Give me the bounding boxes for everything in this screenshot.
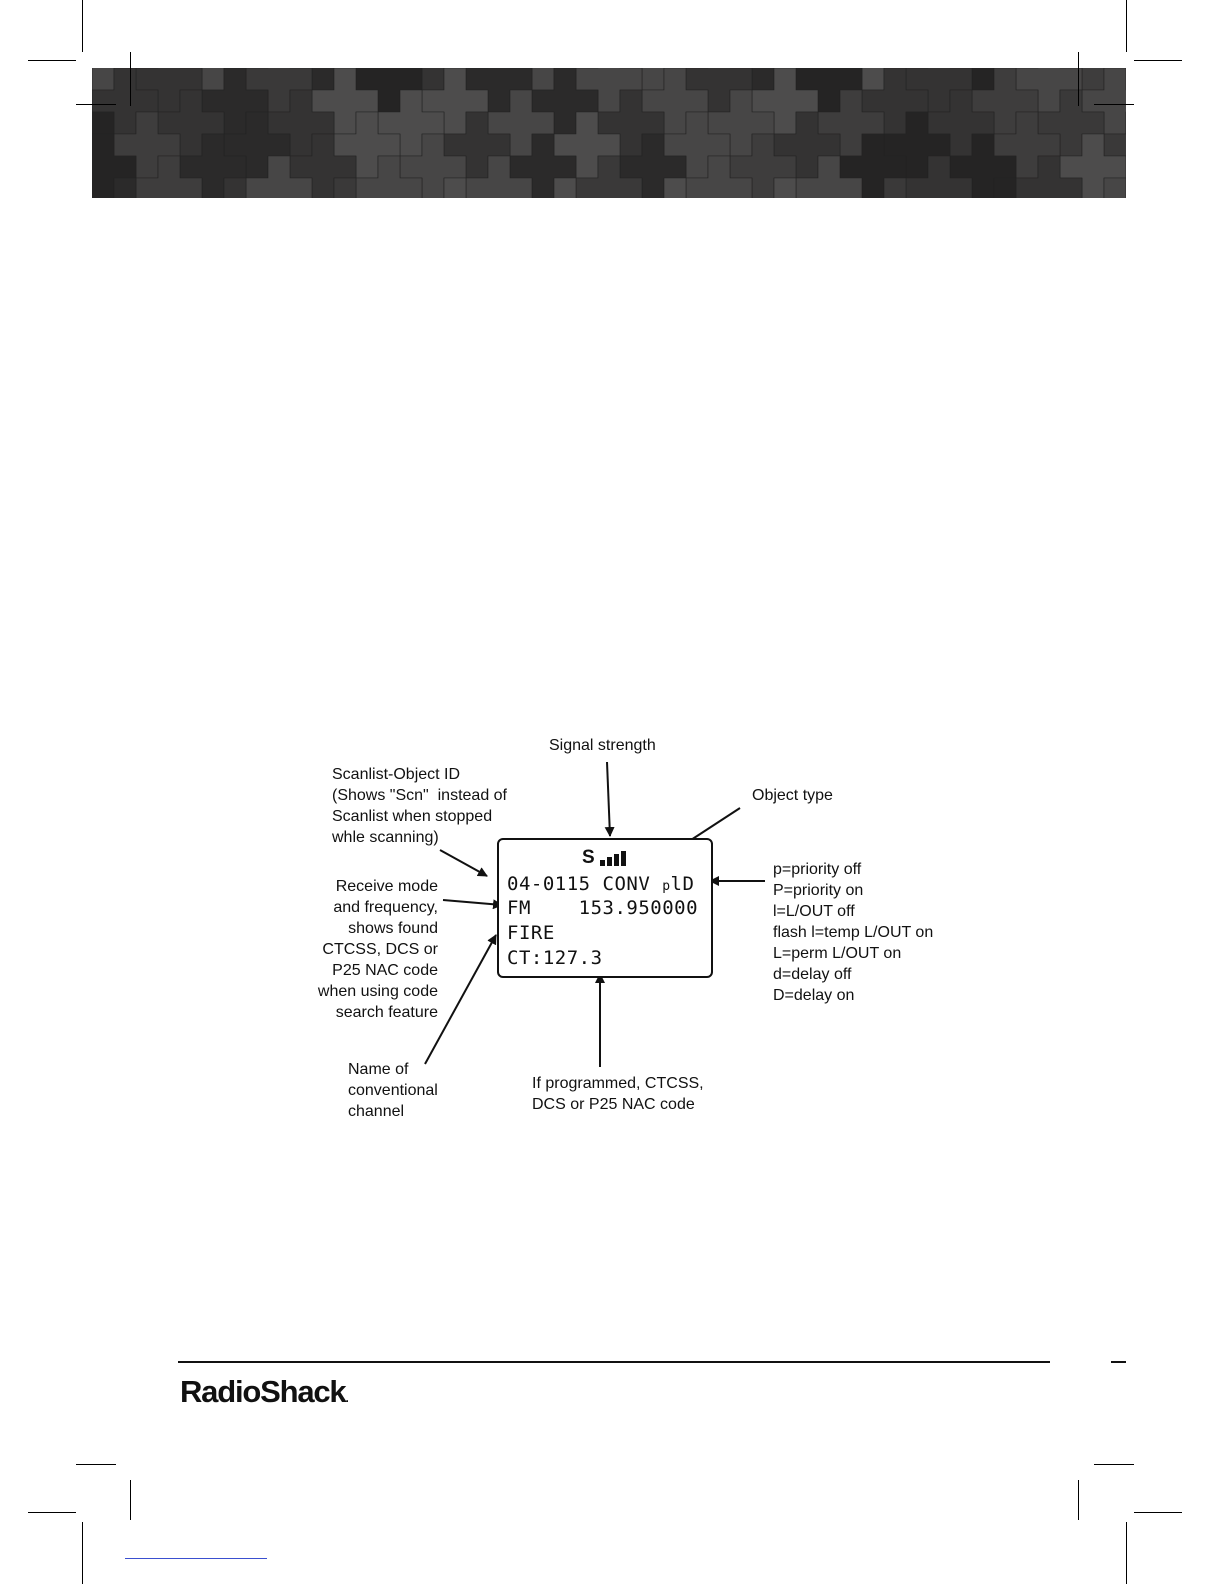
label-line: D=delay on (773, 987, 855, 1004)
page-number-dash (1111, 1361, 1126, 1363)
label-line: (Shows "Scn" instead of (332, 787, 507, 804)
label-line: L=perm L/OUT on (773, 945, 902, 962)
signal-bar (614, 854, 619, 866)
pattern-cross (113, 177, 137, 198)
pattern-cross (223, 177, 247, 198)
label-line: conventional (348, 1082, 438, 1099)
label-line: Name of (348, 1061, 409, 1078)
crop-mark (28, 60, 76, 61)
label-signal-strength: Signal strength (549, 737, 656, 754)
radioshack-logo: RadioShack. (180, 1374, 349, 1410)
pattern-cross (92, 133, 137, 198)
label-line: p=priority off (773, 861, 862, 878)
crop-mark (82, 1522, 83, 1584)
crop-mark (1134, 1512, 1182, 1513)
lcd-scanlist-object: 04-0115 CONV (507, 873, 663, 895)
arrow-scanlist-id (439, 849, 488, 877)
pattern-cross (553, 177, 577, 198)
header-pattern-band (92, 68, 1126, 198)
signal-bar (607, 857, 612, 866)
label-flags: p=priority off P=priority on l=L/OUT off… (773, 859, 933, 1006)
signal-letter: S (582, 847, 595, 868)
crop-mark (1078, 52, 1079, 106)
label-line: Scanlist-Object ID (332, 766, 461, 783)
pattern-cross (333, 177, 357, 198)
label-line: channel (348, 1103, 405, 1120)
label-line: shows found (348, 920, 438, 937)
label-line: DCS or P25 NAC code (532, 1096, 695, 1113)
cross-pattern-graphic (92, 68, 1126, 198)
link-underline (125, 1558, 267, 1559)
pattern-cross (92, 89, 115, 157)
crop-mark (1094, 1464, 1134, 1465)
label-name-channel: Name of conventional channel (348, 1059, 438, 1122)
lcd-line-4: CT:127.3 (507, 947, 603, 969)
label-line: l=L/OUT off (773, 903, 855, 920)
crop-mark (1094, 104, 1134, 105)
crop-mark (130, 52, 131, 106)
pattern-cross (663, 177, 687, 198)
label-line: and frequency, (333, 899, 438, 916)
pattern-cross (883, 177, 907, 198)
label-line: If programmed, CTCSS, (532, 1075, 704, 1092)
crop-mark (1134, 60, 1182, 61)
label-line: P25 NAC code (332, 962, 438, 979)
pattern-cross (773, 177, 797, 198)
arrow-receive-mode (442, 899, 503, 910)
footer-rule (178, 1361, 1050, 1363)
arrow-name-channel (424, 934, 497, 1065)
label-line: whle scanning) (332, 829, 439, 846)
label-line: d=delay off (773, 966, 852, 983)
arrow-signal-strength (604, 761, 615, 837)
crop-mark (130, 1480, 131, 1520)
label-line: Receive mode (335, 878, 438, 895)
label-line: flash l=temp L/OUT on (773, 924, 934, 941)
label-programmed-code: If programmed, CTCSS, DCS or P25 NAC cod… (532, 1073, 704, 1115)
crop-mark (28, 1512, 76, 1513)
lcd-screen: S 04-0115 CONV plD FM 153.950000 FIRE CT… (497, 838, 713, 978)
lcd-line-3: FIRE (507, 922, 555, 944)
lcd-flags: lD (670, 873, 695, 895)
lcd-line-1: 04-0115 CONV plD (507, 873, 694, 895)
lcd-priority-flag: p (662, 879, 671, 894)
label-line: CTCSS, DCS or (322, 941, 438, 958)
crop-mark (1078, 1480, 1079, 1520)
crop-mark (1126, 1522, 1127, 1584)
label-line: when using code (317, 983, 438, 1000)
brand-mark: . (345, 1391, 349, 1405)
crop-mark (76, 104, 116, 105)
label-object-type: Object type (752, 787, 833, 804)
crop-mark (82, 0, 83, 52)
pattern-cross (1103, 177, 1126, 198)
pattern-cross (443, 177, 467, 198)
pattern-cross (993, 177, 1017, 198)
crop-mark (76, 1464, 116, 1465)
label-line: search feature (335, 1004, 438, 1021)
signal-strength-icon (600, 850, 634, 866)
label-scanlist-id: Scanlist-Object ID (Shows "Scn" instead … (332, 764, 507, 848)
crop-mark (1126, 0, 1127, 52)
signal-bar (621, 851, 626, 866)
label-line: P=priority on (773, 882, 864, 899)
label-line: Scanlist when stopped (332, 808, 493, 825)
lcd-line-2: FM 153.950000 (507, 897, 699, 919)
label-receive-mode: Receive mode and frequency, shows found … (318, 876, 438, 1023)
brand-name: RadioShack (180, 1374, 347, 1409)
signal-bar (600, 860, 605, 866)
